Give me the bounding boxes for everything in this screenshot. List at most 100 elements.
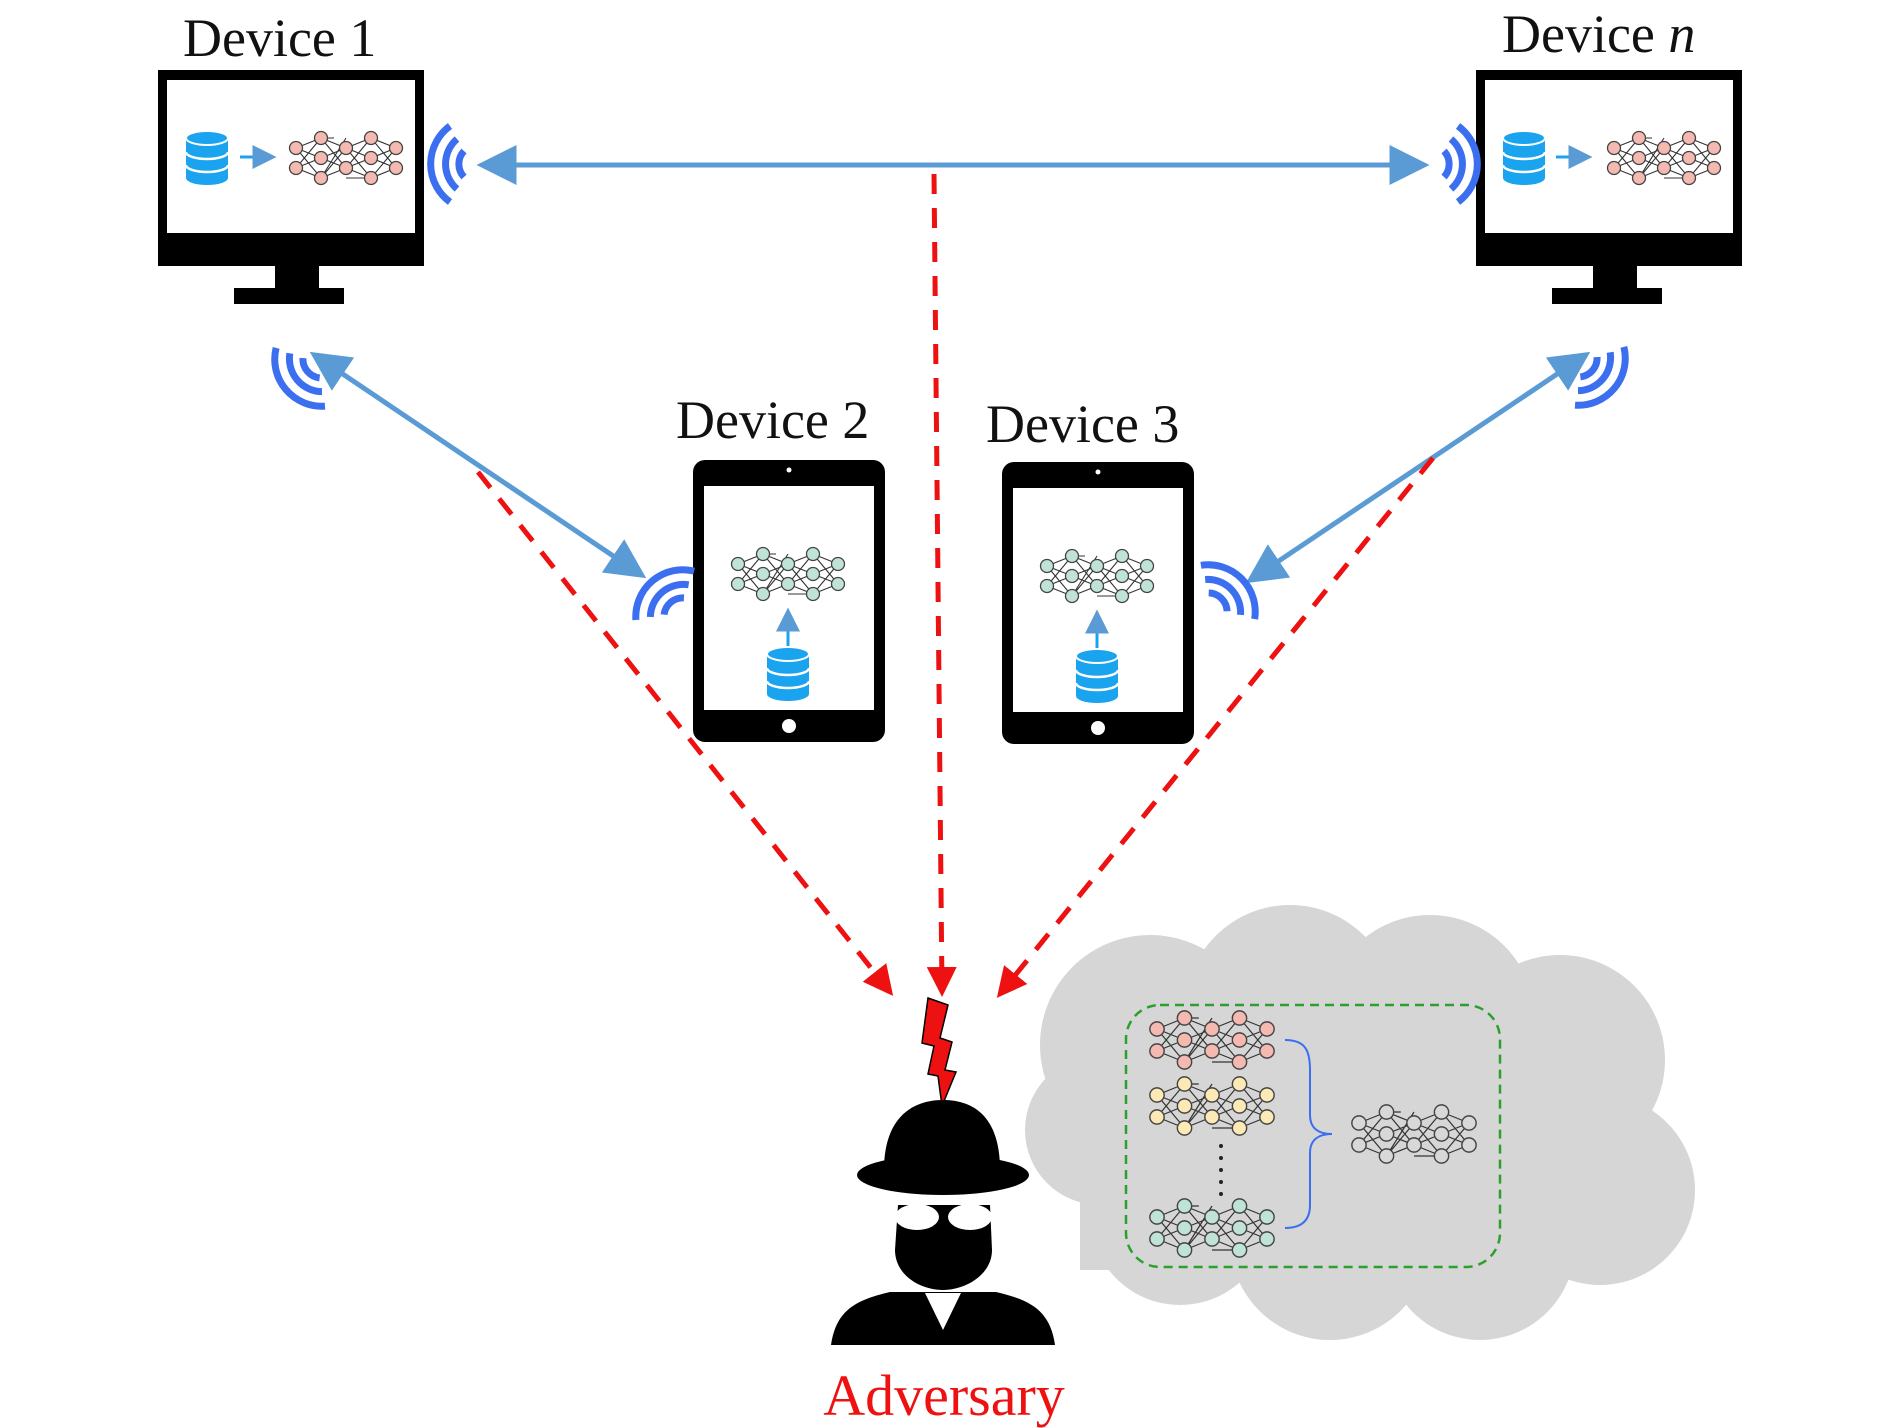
nn-node — [1433, 1104, 1450, 1120]
wifi-signal-icon — [261, 339, 335, 419]
nn-node — [1176, 1098, 1193, 1114]
nn-node — [1378, 1148, 1395, 1164]
nn-node — [1461, 1115, 1477, 1131]
database-icon — [765, 645, 811, 703]
device-2: Device 2 — [623, 390, 885, 742]
nn-node — [1149, 1087, 1165, 1103]
nn-node — [1204, 1087, 1220, 1103]
neural-network-icon — [1606, 130, 1722, 186]
nn-node — [1204, 1209, 1220, 1225]
database-icon — [1501, 129, 1547, 187]
nn-node — [1259, 1043, 1275, 1059]
nn-node — [830, 556, 846, 572]
nn-node — [313, 150, 329, 166]
nn-node — [1204, 1043, 1220, 1059]
nn-node — [1259, 1231, 1275, 1247]
nn-node — [1378, 1126, 1395, 1142]
nn-node — [363, 170, 379, 186]
nn-node — [1064, 568, 1080, 584]
nn-node — [755, 566, 771, 582]
nn-node — [755, 546, 771, 562]
nn-node — [363, 150, 379, 166]
nn-node — [1259, 1021, 1275, 1037]
nn-node — [1656, 160, 1672, 176]
nn-node — [388, 160, 404, 176]
nn-node — [1231, 1076, 1248, 1092]
nn-node — [1139, 578, 1155, 594]
nn-node — [288, 140, 304, 156]
database-icon — [1074, 647, 1120, 705]
nn-node — [1433, 1148, 1450, 1164]
wifi-signal-icon — [1564, 338, 1638, 418]
lightning-bolt-icon — [921, 996, 958, 1109]
device-n-label: Device n — [1502, 4, 1695, 64]
nn-node — [1461, 1137, 1477, 1153]
aggregation-brace — [1284, 1039, 1333, 1229]
database-icon — [184, 129, 230, 187]
aggregation-box — [1124, 1003, 1502, 1269]
nn-node — [1631, 130, 1647, 146]
nn-node — [1231, 1220, 1248, 1236]
nn-node — [1681, 130, 1697, 146]
nn-node — [1149, 1209, 1165, 1225]
nn-node — [730, 576, 746, 592]
monitor-icon — [1476, 70, 1742, 304]
neural-network-icon — [1149, 1076, 1275, 1136]
nn-node — [1259, 1087, 1275, 1103]
nn-node — [338, 160, 354, 176]
nn-node — [1204, 1109, 1220, 1125]
nn-node — [1231, 1198, 1248, 1214]
device-2-label: Device 2 — [676, 390, 869, 450]
neural-network-icon — [1149, 1010, 1275, 1070]
nn-node — [1631, 170, 1647, 186]
adversary: Adversary — [823, 996, 1065, 1428]
nn-node — [1351, 1115, 1367, 1131]
ellipsis-dots — [1219, 1144, 1223, 1196]
nn-node — [1406, 1137, 1422, 1153]
wifi-signal-icon — [623, 556, 703, 630]
nn-node — [1176, 1220, 1193, 1236]
attack-line-center — [926, 173, 957, 997]
nn-node — [1064, 548, 1080, 564]
nn-node — [1706, 140, 1722, 156]
link-device-n-device3 — [1245, 351, 1591, 584]
nn-node — [1149, 1109, 1165, 1125]
nn-node — [1231, 1010, 1248, 1026]
nn-node — [1231, 1098, 1248, 1114]
nn-node — [830, 576, 846, 592]
nn-node — [1706, 160, 1722, 176]
nn-node — [1631, 150, 1647, 166]
nn-node — [1656, 140, 1672, 156]
nn-node — [1139, 558, 1155, 574]
nn-node — [1089, 558, 1105, 574]
nn-node — [1039, 558, 1055, 574]
device-1: Device 1 — [158, 8, 464, 419]
attack-line-left — [476, 470, 894, 996]
nn-node — [1176, 1010, 1193, 1026]
nn-node — [288, 160, 304, 176]
device-n: Device n — [1444, 4, 1742, 418]
eavesdropping-lines — [476, 173, 1435, 998]
communication-links — [309, 145, 1591, 584]
cloud-icon — [1025, 905, 1695, 1340]
nn-node — [1039, 578, 1055, 594]
neural-network-icon — [730, 546, 846, 602]
nn-node — [780, 576, 796, 592]
nn-node — [338, 140, 354, 156]
nn-node — [1231, 1054, 1248, 1070]
neural-network-icon — [1351, 1104, 1477, 1164]
nn-node — [388, 140, 404, 156]
nn-node — [1259, 1209, 1275, 1225]
neural-network-icon — [1039, 548, 1155, 604]
device-1-label: Device 1 — [183, 8, 376, 68]
nn-node — [1176, 1054, 1193, 1070]
nn-node — [805, 586, 821, 602]
nn-node — [1149, 1231, 1165, 1247]
nn-node — [1114, 588, 1130, 604]
nn-node — [1176, 1120, 1193, 1136]
nn-node — [1378, 1104, 1395, 1120]
nn-node — [1606, 140, 1622, 156]
nn-node — [1231, 1032, 1248, 1048]
hacker-icon — [831, 1100, 1055, 1345]
nn-node — [780, 556, 796, 572]
